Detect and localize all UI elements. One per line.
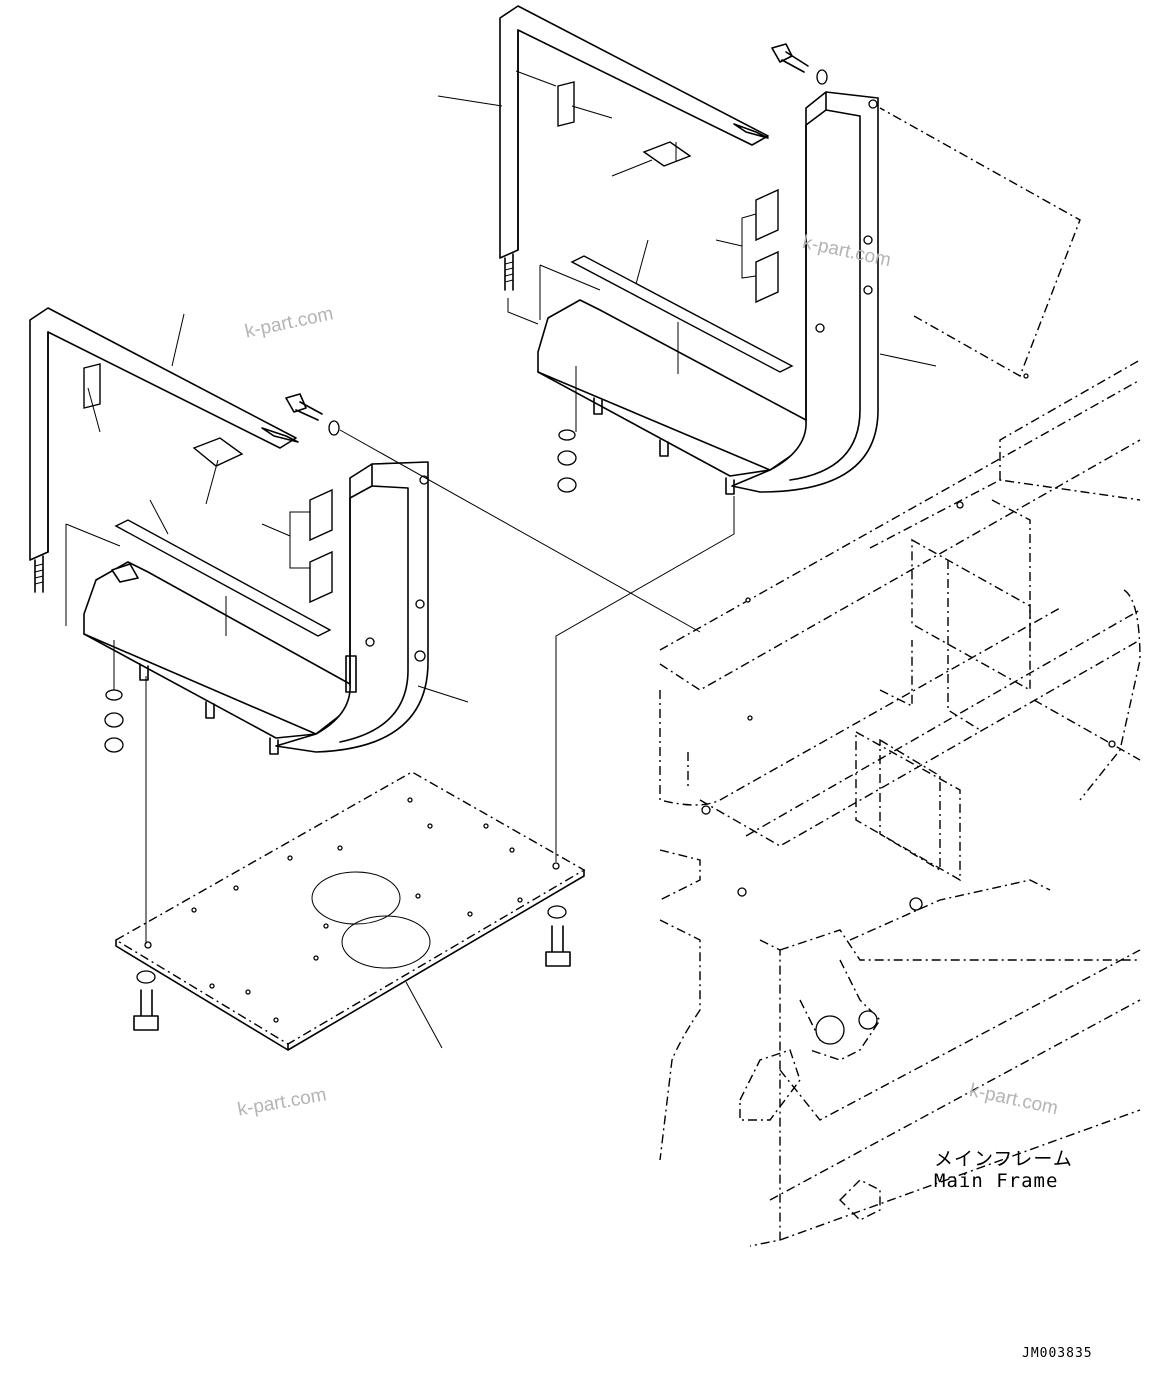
left-cover-frame — [29, 307, 297, 561]
upper-side-duct — [731, 91, 879, 493]
left-nut-2 — [104, 737, 124, 753]
plate-opening-1 — [311, 871, 401, 925]
upper-cover-assembly — [437, 5, 937, 495]
main-frame-label-japanese: メインフレーム — [934, 1148, 1073, 1170]
left-bolt — [285, 393, 340, 436]
plate-bolt-right — [545, 905, 571, 967]
left-seal-pad-1 — [83, 363, 101, 409]
left-block-2 — [309, 550, 333, 604]
upper-cover-frame — [499, 5, 769, 259]
bottom-plate — [114, 429, 735, 1051]
left-cover-assembly — [29, 307, 469, 755]
left-block-1 — [309, 488, 333, 542]
left-side-duct — [275, 461, 429, 753]
upper-nut-2 — [557, 477, 577, 493]
upper-seal-pad-2 — [642, 141, 692, 167]
upper-nut-1 — [557, 450, 577, 466]
left-nut-1 — [104, 712, 124, 728]
plate-opening-2 — [341, 915, 431, 969]
left-clip — [261, 427, 299, 443]
left-seal-pad-2 — [192, 437, 244, 467]
frame-pin-hole — [815, 1015, 845, 1045]
left-washer — [105, 689, 123, 701]
upper-seal-pad-1 — [557, 81, 575, 127]
upper-washer — [558, 429, 576, 441]
drawing-number: JM003835 — [1022, 1346, 1093, 1361]
upper-block-1 — [755, 188, 779, 242]
plate-bolt-left — [133, 970, 159, 1031]
upper-block-2 — [755, 250, 779, 304]
left-long-strip — [114, 519, 332, 637]
upper-long-strip — [570, 255, 794, 373]
main-frame — [659, 107, 1141, 1247]
upper-bolt — [771, 43, 828, 85]
upper-clip — [733, 123, 769, 139]
main-frame-label-english: Main Frame — [934, 1170, 1059, 1192]
